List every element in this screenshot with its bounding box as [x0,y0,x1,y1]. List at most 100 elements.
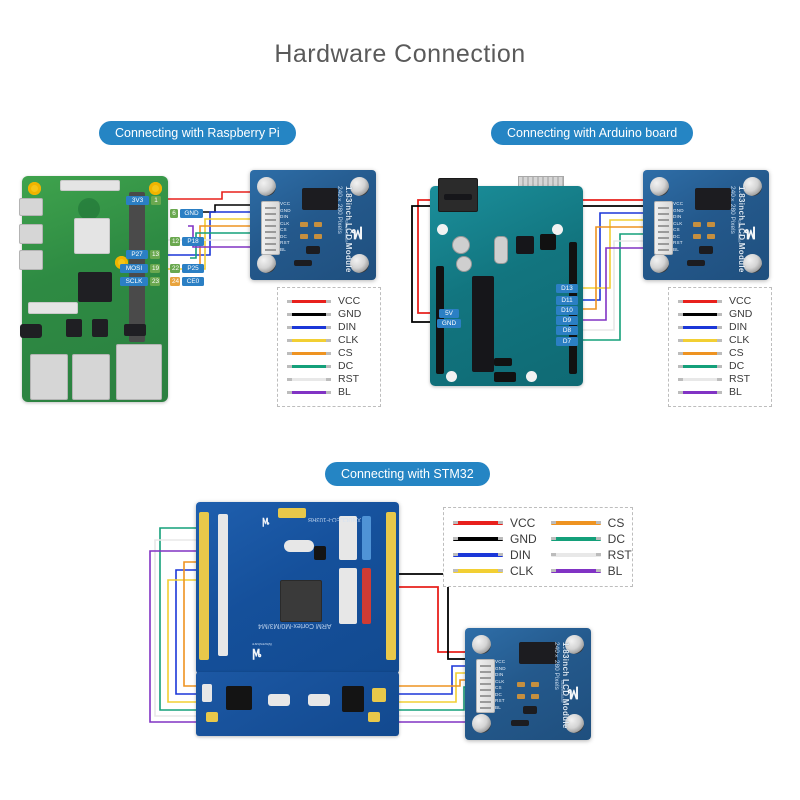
solder-pad [693,222,701,227]
silk-box [339,568,357,624]
mounting-hole-icon [743,254,762,273]
lcd-pin-rst: RST [495,698,505,704]
mounting-hole-icon [149,182,162,195]
raspberry-logo [78,198,100,220]
solder-pad [314,234,322,239]
legend-label-bl: BL [338,386,351,398]
terminal [206,712,218,722]
lcd-module-name: 1.83inch LCD Module [737,186,746,273]
usb-port [19,250,43,270]
wire-color-swatch-rst [678,378,722,381]
wire-color-swatch-rst [550,553,601,557]
legend-item: CS [550,515,632,531]
lcd-pin-dc: DC [495,691,503,697]
lcd-pin-din: DIN [280,214,289,220]
lcd-pin-rst: RST [673,240,683,246]
pin-number-6: 6 [170,209,178,218]
lcd-pin-label-group: VCC GND DIN CLK CS DC RST BL [280,201,291,253]
legend-label-rst: RST [338,373,359,385]
wire-legend-arduino: VCC GND DIN CLK CS DC RST BL [668,287,772,407]
usb-controller-ic [516,236,534,254]
lcd-module-name: 1.83inch LCD Module [561,642,570,729]
lcd-resolution: 240×280 Pixels [729,186,736,234]
legend-label-gnd: GND [729,308,753,320]
stm32-mcu [280,580,322,622]
legend-grid: VCC GND DIN CLK CS DC RST BL [678,295,762,399]
legend-item: GND [453,531,537,547]
pin-label-d10: D10 [556,306,578,315]
lcd-pin-bl: BL [495,704,502,710]
pin-label-d9: D9 [556,316,578,325]
pin-number-13: 13 [150,250,160,259]
mounting-hole-icon [257,177,276,196]
usb-port [72,354,110,400]
lcd-module-raspberry-pi: VCC GND DIN CLK CS DC RST BL 1.83inch LC… [250,170,376,280]
pin-number-24: 24 [170,277,180,286]
terminal [368,712,380,722]
legend-label-clk: CLK [338,334,359,346]
legend-item: CLK [287,334,371,347]
capacitor [456,256,472,272]
stm32-board: XNUCLEO-F103RB ARM Cortex-M0/M3/M4 Waves… [196,502,399,674]
solder-pad [314,222,322,227]
wire-color-swatch-cs [678,352,722,355]
legend-item: DC [678,360,762,373]
small-ic [306,246,320,254]
pin-number-19: 19 [150,264,160,273]
lcd-pin-bl: BL [673,246,680,252]
legend-item: CLK [453,563,537,579]
legend-label-bl: BL [607,563,623,578]
legend-item: GND [678,308,762,321]
legend-label-clk: CLK [510,563,534,578]
legend-label-vcc: VCC [510,515,536,530]
mounting-hole-icon [650,177,669,196]
stm32-expansion-board [196,672,399,736]
solder-pad [531,694,539,699]
lcd-pin-cs: CS [673,227,680,233]
wire-color-swatch-din [287,326,331,329]
legend-label-gnd: GND [510,531,537,546]
legend-item: DIN [287,321,371,334]
ic-chip [494,358,512,366]
waveshare-brand-text: Waveshare [344,220,349,243]
wire-color-swatch-dc [550,537,601,541]
pin-number-22: 22 [170,264,180,273]
connector-black [342,686,364,712]
mounting-hole-icon [472,714,491,733]
lcd-module-stm32: VCC GND DIN CLK CS DC RST BL 1.83inch LC… [465,628,591,740]
legend-label-bl: BL [729,386,742,398]
pin-label-p27: P27 [126,250,148,259]
lcd-pin-clk: CLK [280,220,290,226]
lcd-pin-bl: BL [280,246,287,252]
legend-item: RST [287,373,371,386]
wire-legend-raspberry-pi: VCC GND DIN CLK CS DC RST BL [277,287,381,407]
board-model-text: XNUCLEO-F103RB [308,516,362,522]
lcd-pin-cs: CS [495,685,502,691]
waveshare-logo-icon: ฟ [262,515,270,528]
lcd-pin-clk: CLK [673,220,683,226]
wire-color-swatch-clk [287,339,331,342]
driver-ic [302,188,338,210]
crystal-oscillator [284,540,314,552]
wire-color-swatch-gnd [678,313,722,316]
micro-usb-port [308,694,330,706]
small-ic [294,260,312,266]
connector-black [226,686,252,710]
pin-label-sclk: SCLK [120,277,148,286]
wire-color-swatch-cs [287,352,331,355]
pin-label-3v3: 3V3 [126,196,149,205]
mounting-hole-icon [565,714,584,733]
terminal [372,688,386,702]
header-4pin [124,324,146,336]
pin-label-5v: 5V [439,309,459,318]
pin-label-gnd: GND [180,209,203,218]
solder-pad [707,234,715,239]
legend-item: CS [678,347,762,360]
power-header-red [362,568,371,624]
pin-label-mosi: MOSI [120,264,148,273]
mounting-hole-icon [446,371,457,382]
wire-color-swatch-clk [453,569,503,573]
fpc-connector [654,201,673,255]
component [202,684,212,702]
mounting-hole-icon [565,635,584,654]
